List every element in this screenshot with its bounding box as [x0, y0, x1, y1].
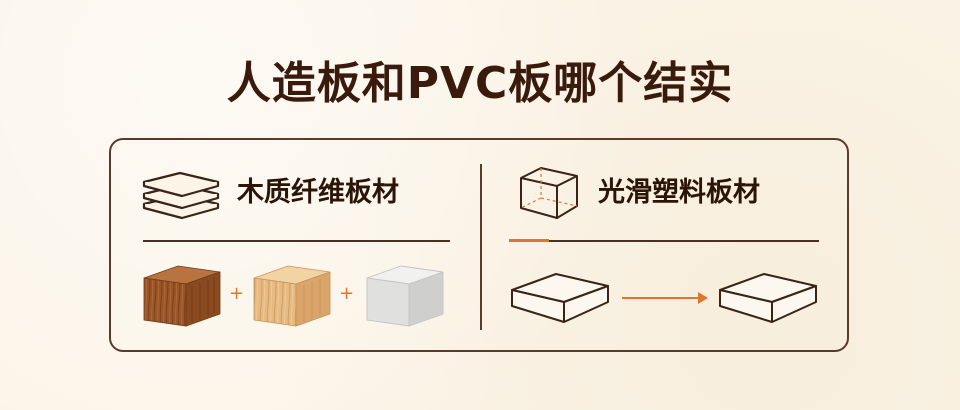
flat-slab-icon: [719, 273, 817, 323]
right-panel-rule: [509, 240, 819, 242]
flat-slab-icon: [511, 273, 609, 323]
arrow-right-icon: [622, 292, 708, 304]
card-divider: [480, 164, 482, 330]
dark-wood-cube-icon: [143, 265, 221, 327]
light-wood-cube-icon: [253, 265, 331, 327]
wireframe-cube-icon: [520, 167, 578, 219]
gray-fiber-cube-icon: [366, 265, 444, 327]
right-panel-rule-accent: [509, 239, 549, 242]
left-panel-rule: [143, 240, 450, 242]
plus-operator: +: [229, 283, 245, 304]
left-panel-heading: 木质纤维板材: [237, 177, 399, 208]
layered-boards-icon: [142, 171, 220, 220]
right-panel-heading: 光滑塑料板材: [598, 177, 760, 208]
comparison-card: [109, 138, 849, 352]
page-title: 人造板和PVC板哪个结实: [226, 58, 734, 109]
plus-operator: +: [339, 283, 355, 304]
